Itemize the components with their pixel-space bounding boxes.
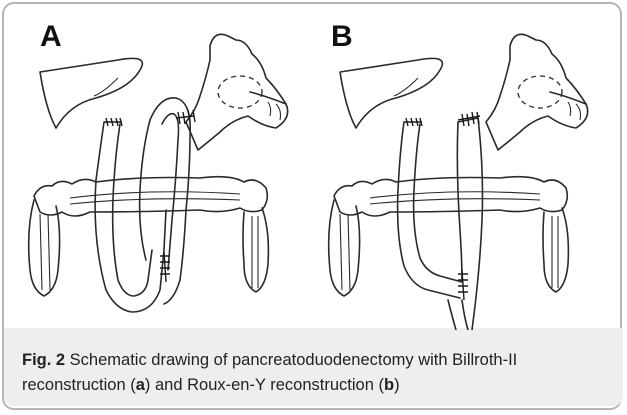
stomach (486, 34, 588, 150)
panel-a-billroth-ii-drawing (0, 0, 300, 330)
figure-caption: Fig. 2 Schematic drawing of pancreatoduo… (22, 348, 612, 398)
liver (340, 58, 442, 128)
jejunojejunostomy-stitches (458, 270, 468, 300)
liver (40, 58, 142, 128)
biliary-limb (398, 122, 460, 298)
pancreas-outline (218, 76, 262, 108)
pancreas-outline (518, 76, 562, 108)
caption-panel-b-ref: b (384, 376, 394, 394)
transverse-colon (334, 177, 567, 216)
caption-text-2: ) and Roux-en-Y reconstruction ( (145, 376, 384, 394)
descending-colon (243, 208, 268, 292)
roux-limb (458, 118, 483, 330)
caption-text-3: ) (394, 376, 400, 394)
jejunal-loop (150, 98, 190, 304)
transverse-colon (34, 177, 267, 216)
caption-panel-a-ref: a (136, 376, 145, 394)
panel-b-roux-en-y-drawing (300, 0, 600, 330)
descending-colon (543, 208, 568, 292)
jejunal-limb-left (95, 122, 166, 312)
stomach (186, 34, 288, 150)
caption-figure-number: Fig. 2 (22, 351, 65, 369)
